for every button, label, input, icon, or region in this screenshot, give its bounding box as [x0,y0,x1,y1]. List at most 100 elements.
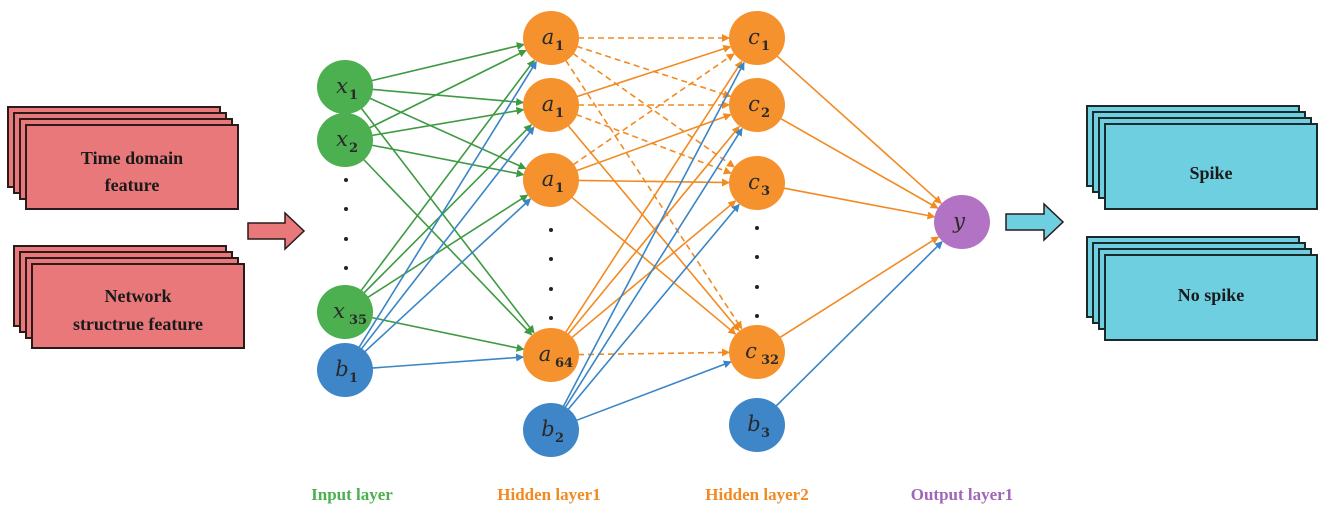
input-node-subscript: 1 [349,88,358,103]
no-spike-label: No spike [1178,285,1245,305]
hidden1-to-hidden2-edge [571,196,737,335]
hidden1-node-subscript: 64 [555,356,573,371]
output-node: y [934,195,990,249]
hidden1-to-hidden2-edge [572,52,735,168]
input-to-hidden1-edge [371,316,525,352]
time-domain-label-line2: feature [105,175,160,195]
input-to-hidden1-edge [371,88,525,106]
hidden1-node-subscript: 1 [555,181,564,196]
bias2-node-subscript: 2 [555,431,564,446]
output-node-label: y [952,209,966,233]
hidden1-node-label: a [542,92,555,116]
bias2-to-hidden2-edge [564,127,743,408]
input-node-subscript: 2 [349,141,358,156]
ellipsis-dots [344,178,759,320]
spike-label: Spike [1189,163,1232,183]
hidden1-node-label: a [542,25,555,49]
input-node-label: x [336,127,348,151]
bias3-node-label: b [747,412,760,436]
hidden-layer1-label: Hidden layer1 [497,485,600,504]
connection-lines [358,34,943,422]
bias1-to-hidden1-edge [371,353,525,369]
hidden1-node-label: a [539,342,552,366]
input-node-label: x [336,74,348,98]
hidden2-to-output-edge [779,236,940,339]
hidden1-node-subscript: 1 [555,39,564,54]
hidden1-to-hidden2-edge [567,125,740,332]
hidden1-to-hidden2-edge [575,113,732,175]
hidden2-node-subscript: 1 [761,39,770,54]
bias3-to-output-edge [775,240,943,407]
network-structure-feature-stack: Network structrue feature [13,245,245,349]
hidden1-to-hidden2-edge [567,125,740,335]
bias1-to-hidden1-edge [364,198,532,353]
hidden1-to-hidden2-edge [572,53,735,166]
hidden1-to-hidden2-edge [565,60,743,330]
input-to-hidden1-edge [360,59,535,291]
time-domain-label-line1: Time domain [81,148,183,168]
bias1-node-label: b [335,357,348,381]
hidden1-to-hidden2-edge [565,60,743,333]
hidden2-to-output-edge [780,117,939,209]
hidden1-node-label: a [542,167,555,191]
bias1-to-hidden1-edge [358,60,537,348]
hidden1-to-hidden2-edge [576,45,732,98]
hidden-layer2-label: Hidden layer2 [705,485,808,504]
hidden2-node-label: c [748,170,760,194]
input-to-hidden1-edge [363,124,532,294]
bias2-node-label: b [541,417,554,441]
input-to-hidden1-edge [360,107,535,334]
hidden2-to-output-edge [776,55,942,204]
hidden2-node-label: c [745,339,757,363]
network-structure-label-line2: structrue feature [73,314,203,334]
output-flow-arrow-icon [1005,202,1065,242]
hidden2-node-label: c [748,92,760,116]
hidden2-node-label: c [748,25,760,49]
bias2-to-hidden2-edge [567,203,740,410]
bias2-to-hidden2-edge [575,360,732,422]
hidden2-to-output-edge [783,187,936,220]
input-to-hidden1-edge [367,194,529,299]
hidden1-node-subscript: 1 [555,106,564,121]
time-domain-feature-stack: Time domain feature [7,106,239,210]
network-structure-label-line1: Network [105,286,172,306]
bias3-node-subscript: 3 [761,426,770,441]
input-to-hidden1-edge [369,97,527,170]
hidden2-node: c 32 [729,325,785,379]
bias2-to-hidden2-edge [562,61,745,407]
input-to-hidden1-edge [368,49,527,129]
bias1-to-hidden1-edge [360,126,535,350]
input-to-hidden1-edge [371,106,525,137]
spike-output-stack: Spike [1086,105,1318,210]
input-to-hidden1-edge [371,42,525,82]
input-node: x 35 [317,285,373,339]
hidden1-to-hidden2-edge [576,113,732,172]
input-layer-label: Input layer [311,485,393,504]
hidden1-to-hidden2-edge [577,178,731,187]
input-flow-arrow-icon [247,211,306,251]
hidden1-to-hidden2-edge [577,348,731,357]
input-to-hidden1-edge [371,144,525,178]
no-spike-output-stack: No spike [1086,236,1318,341]
input-node-subscript: 35 [349,313,367,328]
hidden2-node-subscript: 3 [761,184,770,199]
hidden2-node-subscript: 32 [761,353,779,368]
hidden2-node-subscript: 2 [761,106,770,121]
input-node-label: x [333,299,345,323]
output-layer-label: Output layer1 [911,485,1013,504]
bias1-node-subscript: 1 [349,371,358,386]
